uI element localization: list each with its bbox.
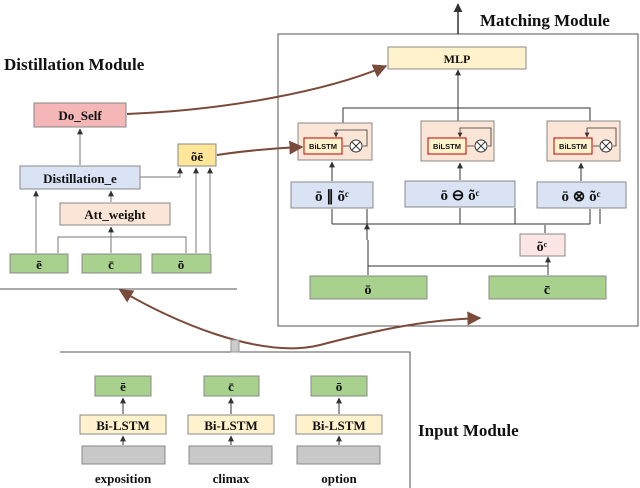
input-c-bar-label: c̄ <box>228 379 234 394</box>
do-self-box <box>33 102 127 128</box>
dist-c-bar-box <box>81 253 142 274</box>
matching-c-bar-label: c̄ <box>544 283 551 298</box>
matching-o-bar-label: ō <box>365 283 372 298</box>
mlp-label: MLP <box>444 52 471 66</box>
input-module-title: Input Module <box>418 421 519 440</box>
input-column-option: ō Bi-LSTM option <box>295 375 383 486</box>
dist-e-bar-label: ē <box>36 257 42 272</box>
bilstm-to-mlp-line <box>342 70 591 125</box>
input-bilstm-3-label: Bi-LSTM <box>312 418 365 433</box>
att-weight-label: Att_weight <box>84 207 146 222</box>
bilstm-unit-1: BiLSTM <box>297 122 373 161</box>
o-tilde-e-to-bilstm-arrow <box>216 140 304 156</box>
op-concat-box: ō ∥ õᶜ <box>290 181 374 209</box>
input-o-bar-label: ō <box>336 379 343 394</box>
bilstm-1-label: BiLSTM <box>309 142 337 151</box>
o-tilde-e-box <box>177 143 217 167</box>
bilstm-2-label: BiLSTM <box>433 142 461 151</box>
o-tilde-c-box <box>519 233 566 257</box>
input-bilstm-2-label: Bi-LSTM <box>204 418 257 433</box>
o-tilde-c-label: õᶜ <box>537 240 548 255</box>
bilstm-unit-2: BiLSTM <box>420 120 495 162</box>
att-weight-box <box>59 202 171 226</box>
input-e-bar-label: ē <box>120 379 126 394</box>
dist-o-bar-label: ō <box>178 257 185 272</box>
input-column-climax: c̄ Bi-LSTM climax <box>187 375 275 486</box>
dist-o-bar-box <box>151 253 212 274</box>
input-connector <box>230 339 240 353</box>
op-concat-label: ō ∥ õᶜ <box>315 189 349 205</box>
matching-module-title: Matching Module <box>480 11 610 30</box>
bilstm-3-label: BiLSTM <box>559 142 587 151</box>
distillation-module-title: Distillation Module <box>4 55 145 74</box>
input-label-exposition: exposition <box>95 471 152 486</box>
op-input-lines <box>331 208 601 225</box>
dist-e-bar-box <box>9 253 69 274</box>
matching-c-bar-box <box>488 275 607 300</box>
input-to-modules-arrow <box>118 289 482 350</box>
distillation-connectors <box>33 128 213 253</box>
input-label-climax: climax <box>213 471 250 486</box>
op-sub-box: ō ⊖ õᶜ <box>404 180 516 208</box>
op-sub-label: ō ⊖ õᶜ <box>441 188 480 204</box>
bilstm-unit-3: BiLSTM <box>546 120 621 162</box>
op-mul-label: ō ⊗ õᶜ <box>562 189 601 205</box>
op-mul-box: ō ⊗ õᶜ <box>536 181 627 209</box>
input-module-frame <box>60 351 411 488</box>
input-column-exposition: ē Bi-LSTM exposition <box>79 375 167 486</box>
o-tilde-e-label: õē <box>191 149 204 164</box>
input-bilstm-1-label: Bi-LSTM <box>96 418 149 433</box>
matching-bottom-lines <box>367 258 549 275</box>
input-label-option: option <box>321 471 357 486</box>
dist-c-bar-label: c̄ <box>108 257 114 272</box>
do-self-to-mlp-arrow <box>126 64 388 115</box>
do-self-label: Do_Self <box>58 108 102 123</box>
distillation-e-label: Distillation_e <box>43 171 117 186</box>
mlp-box <box>387 46 527 70</box>
